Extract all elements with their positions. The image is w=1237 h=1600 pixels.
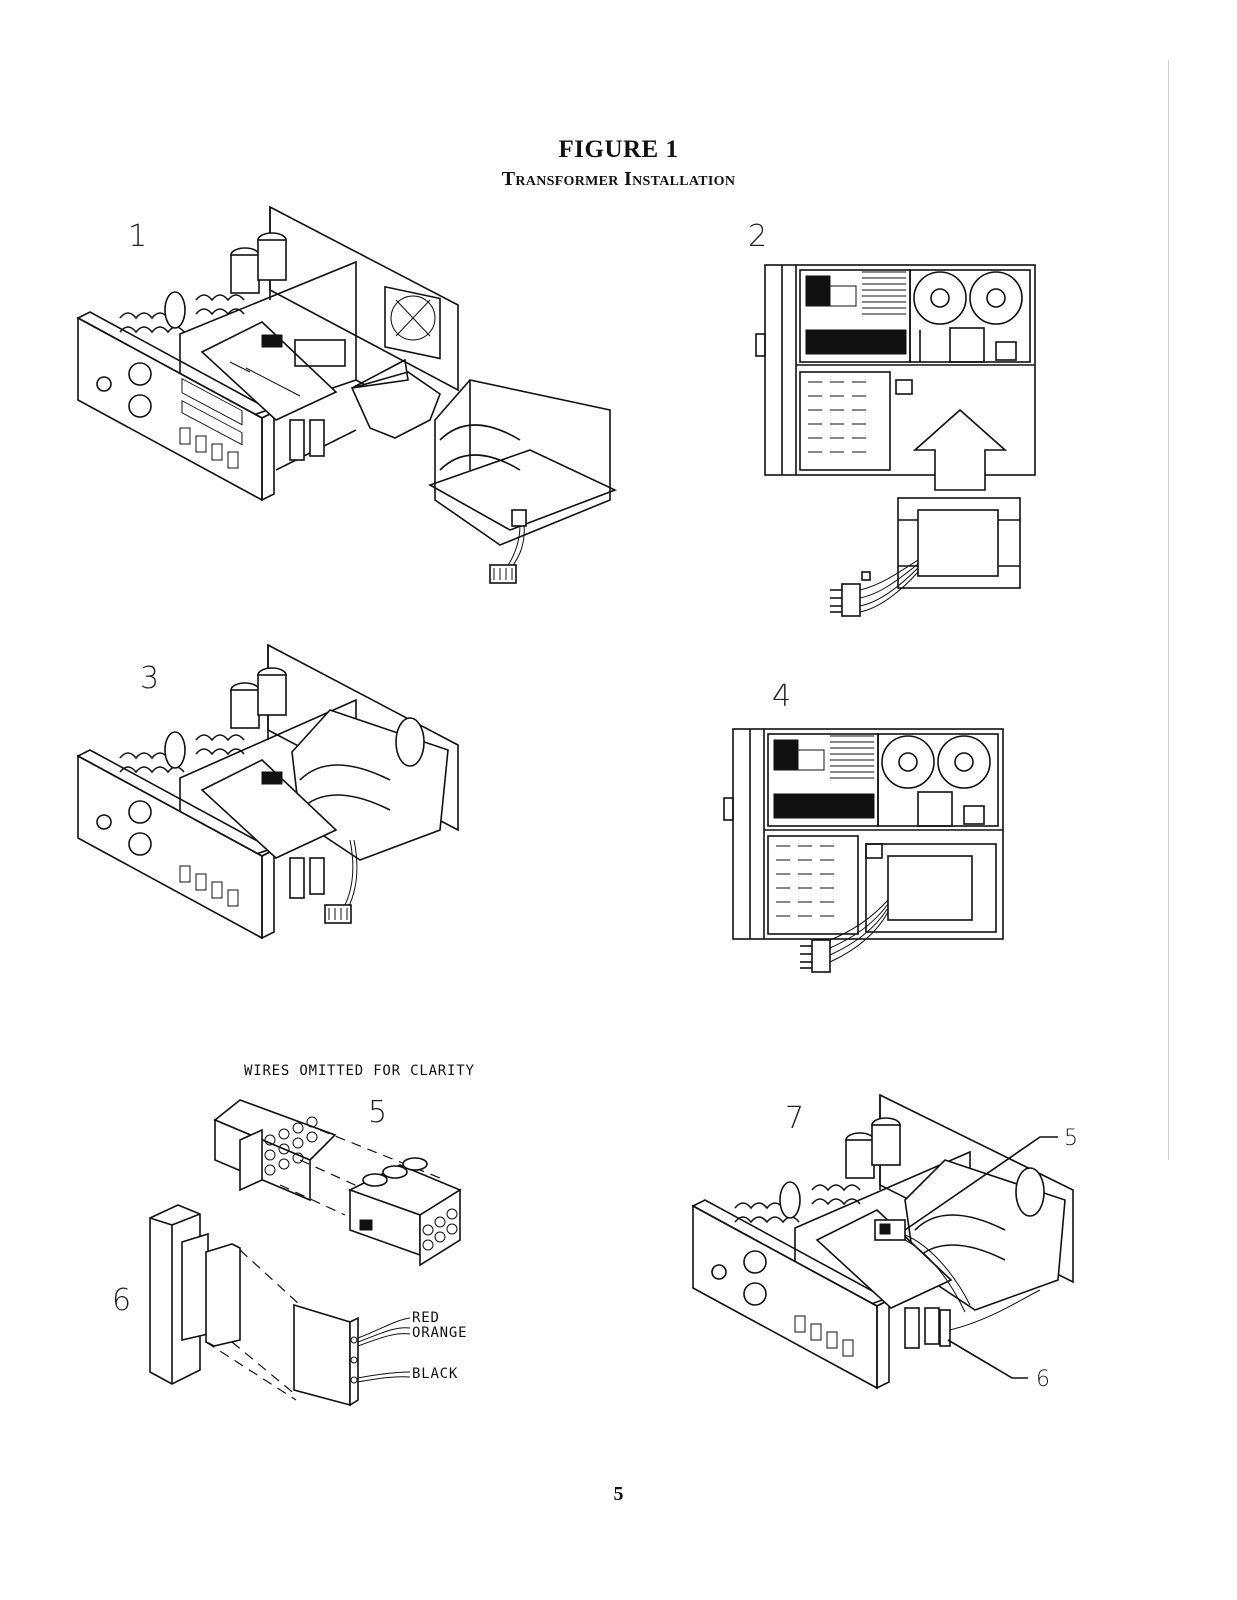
step-7-label: 7: [785, 1101, 804, 1136]
step-1-illustration: 1: [76, 205, 618, 584]
step-3-illustration: 3: [76, 643, 459, 940]
step-2-label: 2: [748, 219, 767, 254]
figure-title: FIGURE 1: [558, 136, 679, 163]
figure-subtitle: Transformer Installation: [501, 168, 736, 190]
wire-label-orange: ORANGE: [412, 1325, 467, 1341]
callout-6-label: 6: [1036, 1367, 1050, 1392]
step-4-label: 4: [772, 679, 791, 714]
page-edge-shadow: [1168, 60, 1169, 1160]
step-4-illustration: 4: [723, 679, 1004, 973]
step-2-illustration: 2: [748, 219, 1036, 617]
step-6-label: 6: [112, 1283, 131, 1318]
wire-label-red: RED: [412, 1310, 440, 1326]
step-5-6-illustration: WIRES OMITTED FOR CLARITY 5 6: [112, 1063, 475, 1407]
step-3-label: 3: [140, 661, 159, 696]
step-7-illustration: 7 5: [691, 1093, 1078, 1392]
step-5-label: 5: [368, 1095, 387, 1130]
page-number: 5: [613, 1483, 624, 1505]
callout-5-label: 5: [1064, 1126, 1078, 1151]
note-wires-omitted: WIRES OMITTED FOR CLARITY: [244, 1063, 475, 1079]
step-1-label: 1: [128, 219, 147, 254]
wire-label-black: BLACK: [412, 1366, 458, 1382]
